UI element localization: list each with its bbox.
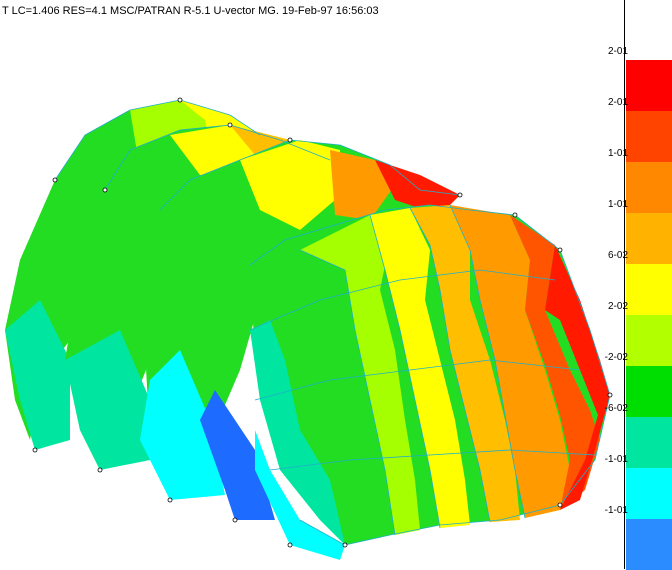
legend-swatch (626, 264, 672, 315)
mesh-nodes (32, 97, 613, 548)
color-legend (625, 0, 672, 570)
legend-label: -1-01 (604, 505, 628, 516)
legend-swatch (626, 468, 672, 519)
legend-label: -6-02 (604, 403, 628, 414)
mesh-lines (54, 99, 611, 546)
legend-swatch (626, 315, 672, 366)
legend-label: 1-01 (607, 148, 628, 159)
legend-swatch (626, 213, 672, 264)
legend-swatch (626, 519, 672, 570)
legend-label: 6-02 (607, 250, 628, 261)
legend-swatch (626, 417, 672, 468)
plot-header: T LC=1.406 RES=4.1 MSC/PATRAN R-5.1 U-ve… (0, 0, 600, 20)
legend-swatch (626, 366, 672, 417)
legend-label: 2-01 (607, 46, 628, 57)
legend-label: 2-02 (607, 301, 628, 312)
legend-label: -1-01 (604, 454, 628, 465)
legend-divider (624, 0, 625, 569)
legend-label: -2-02 (604, 352, 628, 363)
mesh-layer-front (250, 205, 610, 560)
legend-label: 1-01 (607, 199, 628, 210)
legend-swatch (626, 111, 672, 162)
legend-label: 2-01 (607, 97, 628, 108)
plot-title: T LC=1.406 RES=4.1 MSC/PATRAN R-5.1 U-ve… (2, 5, 379, 17)
legend-swatch (626, 162, 672, 213)
legend-swatch (626, 60, 672, 111)
